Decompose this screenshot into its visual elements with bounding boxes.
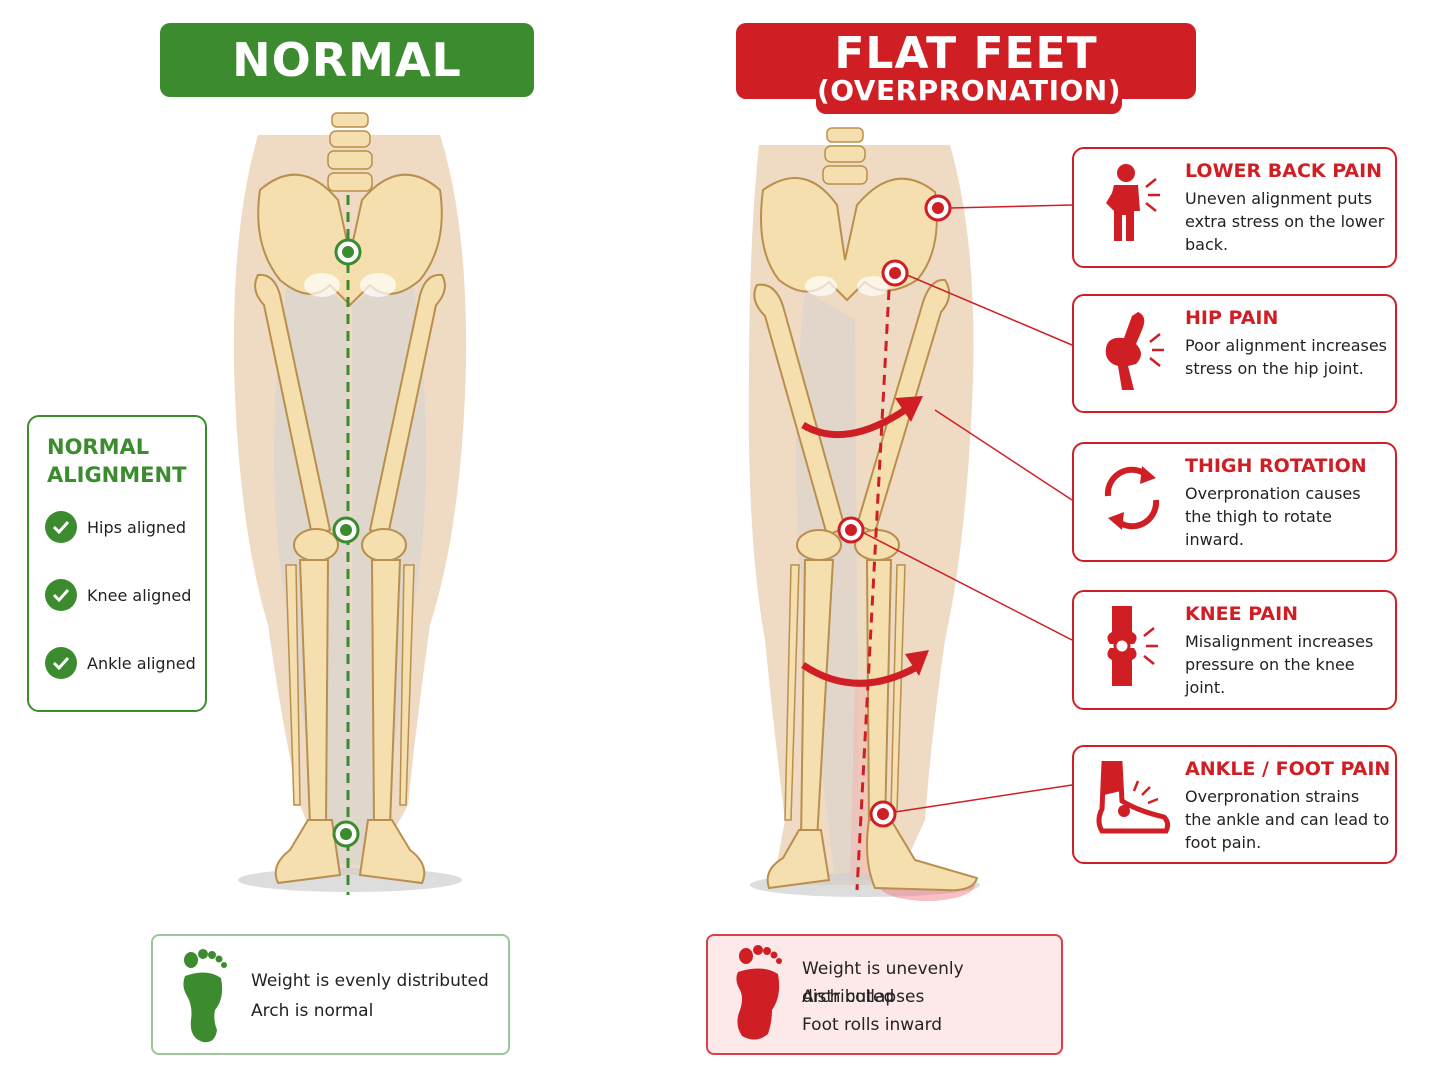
check-ankle: Ankle aligned [45, 647, 196, 679]
callout-title: ANKLE / FOOT PAIN [1185, 758, 1391, 780]
callout-hip-pain: HIP PAIN Poor alignment increases stress… [1072, 294, 1397, 413]
callout-title: HIP PAIN [1185, 307, 1279, 329]
callout-lower-back-pain: LOWER BACK PAIN Uneven alignment puts ex… [1072, 147, 1397, 268]
check-label: Knee aligned [87, 585, 192, 605]
overpronation-subheader: (OVERPRONATION) [816, 68, 1122, 114]
callout-description: Misalignment increases pressure on the k… [1185, 632, 1374, 697]
hip-marker [332, 238, 362, 848]
check-hips: Hips aligned [45, 511, 186, 543]
normal-header: NORMAL [160, 23, 534, 97]
rotation-icon [1104, 466, 1160, 530]
back-pain-icon [1106, 164, 1160, 241]
normal-weight-box: Weight is evenly distributed Arch is nor… [151, 934, 510, 1055]
normal-header-text: NORMAL [232, 33, 462, 87]
checkmark-icon [45, 511, 77, 543]
checkmark-icon [45, 579, 77, 611]
normal-alignment-box: NORMAL ALIGNMENT Hips aligned Knee align… [27, 415, 207, 712]
red-footprint-icon [736, 945, 782, 1040]
flat-feet-legs-illustration [748, 127, 980, 901]
hip-pain-icon [1105, 312, 1164, 390]
callout-ankle-foot-pain: ANKLE / FOOT PAIN Overpronation strains … [1072, 745, 1397, 864]
normal-weight-line-2: Arch is normal [251, 1001, 374, 1021]
callout-thigh-rotation: THIGH ROTATION Overpronation causes the … [1072, 442, 1397, 562]
flat-weight-line-3: Foot rolls inward [802, 1015, 943, 1035]
green-footprint-icon [183, 949, 227, 1043]
knee-pain-icon [1107, 606, 1158, 686]
callout-title: KNEE PAIN [1185, 603, 1299, 625]
normal-legs-illustration [233, 112, 467, 895]
callout-description: Uneven alignment puts extra stress on th… [1185, 189, 1385, 254]
flat-weight-line-1: Weight is unevenly distributed [802, 959, 964, 1007]
callout-description: Poor alignment increases stress on the h… [1185, 336, 1388, 378]
normal-alignment-title: NORMAL ALIGNMENT [47, 435, 187, 487]
callout-title: THIGH ROTATION [1185, 455, 1367, 477]
check-knee: Knee aligned [45, 579, 191, 611]
check-label: Ankle aligned [87, 653, 196, 673]
normal-weight-line-1: Weight is evenly distributed [251, 971, 489, 991]
callout-knee-pain: KNEE PAIN Misalignment increases pressur… [1072, 590, 1397, 710]
check-label: Hips aligned [87, 517, 187, 537]
callout-description: Overpronation causes the thigh to rotate… [1185, 484, 1361, 549]
callout-title: LOWER BACK PAIN [1185, 160, 1383, 182]
checkmark-icon [45, 647, 77, 679]
flat-weight-box: Weight is unevenly distributed Arch coll… [706, 934, 1063, 1055]
flat-weight-line-2: Arch collapses [802, 987, 925, 1007]
callout-description: Overpronation strains the ankle and can … [1185, 787, 1390, 852]
ankle-pain-icon [1096, 761, 1171, 834]
